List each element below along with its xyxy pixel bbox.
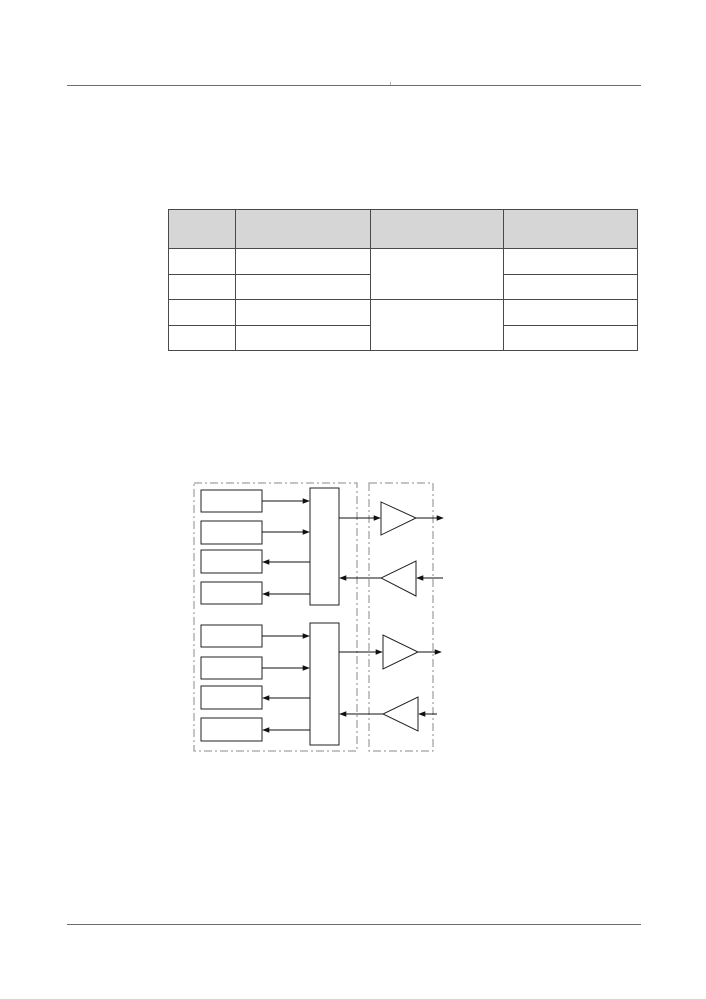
controller-lower [309, 622, 340, 746]
table-cell [503, 324, 638, 351]
table-header-cell [370, 209, 504, 249]
transmit-driver-lower [382, 634, 420, 670]
table-cell [503, 273, 638, 300]
table-row [168, 324, 638, 351]
block-2 [200, 520, 263, 545]
driver-group-boundary [368, 482, 434, 752]
block-4 [200, 581, 263, 605]
table-header-cell [168, 209, 236, 249]
table-row [168, 299, 638, 351]
footer-rule [67, 924, 641, 925]
table-cell [235, 273, 371, 300]
block-3 [200, 549, 263, 574]
table-row [168, 248, 638, 300]
receive-driver-upper [379, 560, 417, 597]
table-header-cell [503, 209, 638, 249]
table-cell [503, 248, 638, 275]
block-8 [200, 717, 263, 742]
receive-driver-lower [381, 696, 419, 732]
transmit-driver-upper [380, 501, 418, 536]
header-rule [67, 85, 641, 86]
block-6 [200, 656, 263, 680]
table-cell-merged [370, 299, 504, 351]
block-1 [200, 489, 263, 513]
table-cell [503, 299, 638, 326]
table-header-row [168, 209, 638, 249]
table-cell [168, 324, 236, 351]
table-cell [235, 324, 371, 351]
header-rule-mark [390, 82, 391, 85]
controller-upper [309, 487, 340, 606]
block-7 [200, 685, 263, 710]
spec-table [168, 209, 638, 351]
table-row [168, 273, 638, 300]
table-header-cell [235, 209, 371, 249]
table-cell [235, 248, 371, 275]
logic-group-boundary [193, 482, 358, 752]
block-5 [200, 624, 263, 648]
